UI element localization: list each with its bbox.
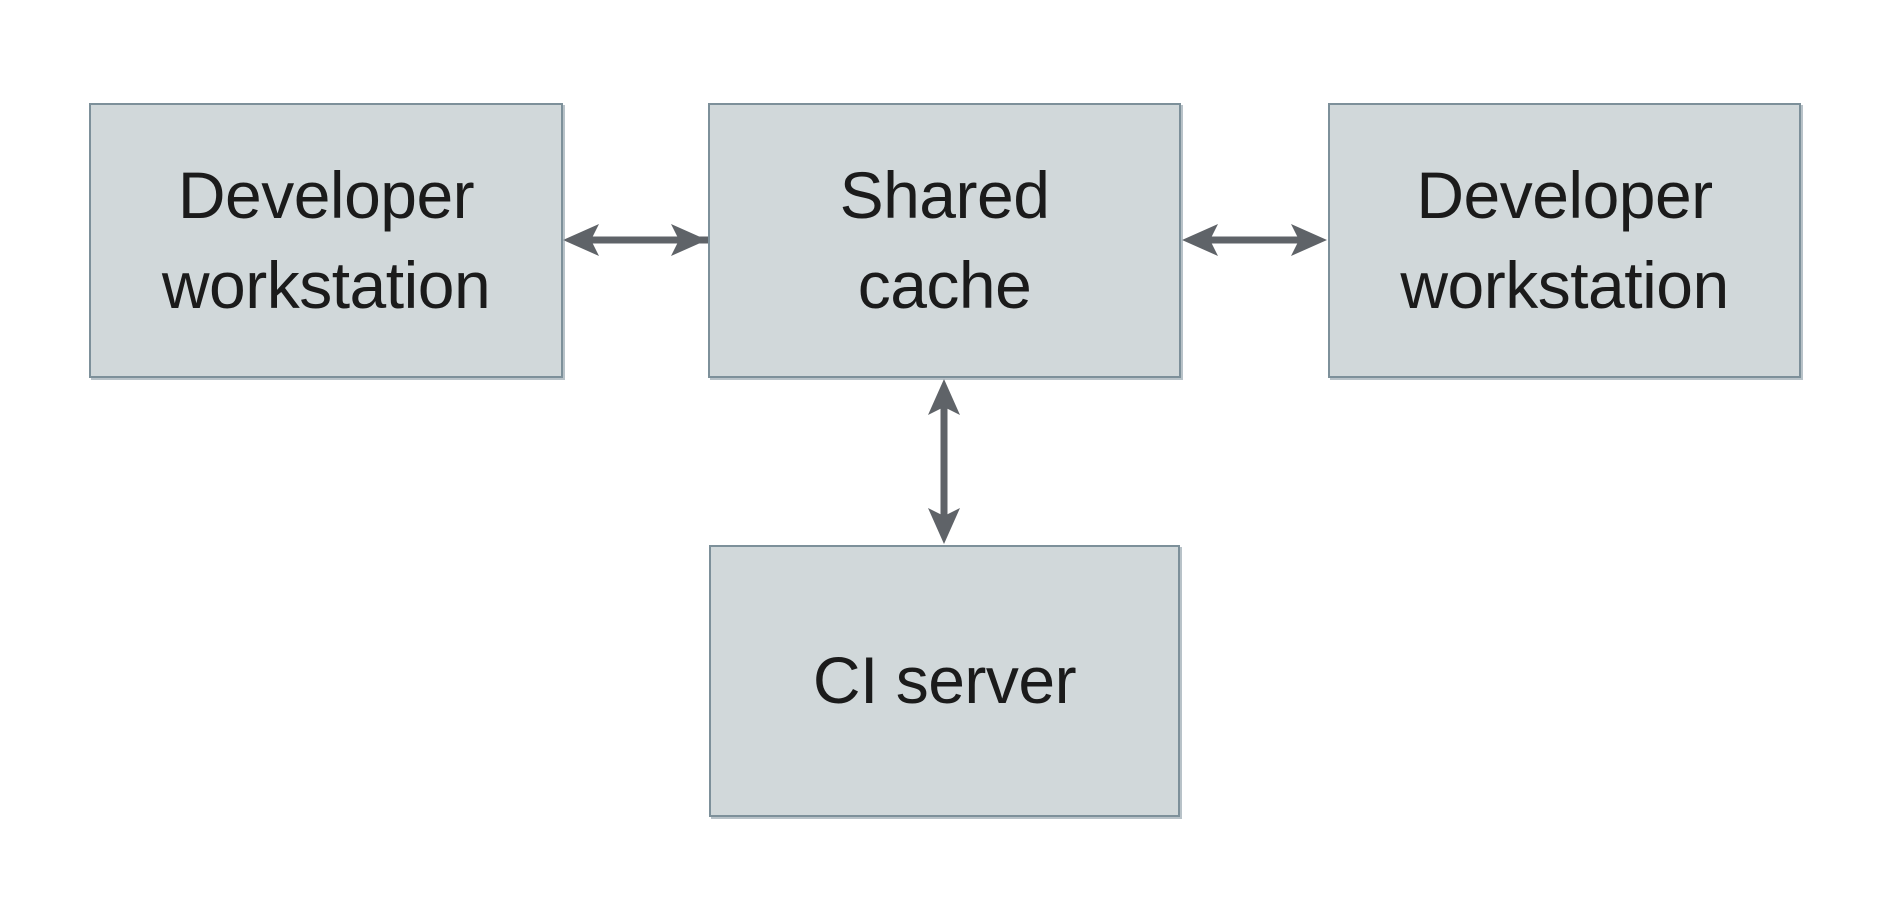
node-label-line: CI server — [812, 643, 1077, 718]
node-developer-workstation-right: Developer workstation — [1328, 103, 1801, 378]
node-label-line: Shared — [839, 157, 1050, 232]
node-developer-workstation-left: Developer workstation — [89, 103, 563, 378]
node-label-line: workstation — [1400, 247, 1729, 322]
node-ci-server: CI server — [709, 545, 1180, 817]
bidirectional-arrow-cache-devright — [1182, 224, 1327, 256]
node-label-line: Developer — [1416, 157, 1713, 232]
node-label-line: Developer — [177, 157, 475, 232]
node-shared-cache: Shared cache — [708, 103, 1181, 378]
node-label-line: cache — [857, 247, 1032, 322]
bidirectional-arrow-cache-ci — [928, 379, 960, 544]
node-label-line: workstation — [161, 247, 491, 322]
